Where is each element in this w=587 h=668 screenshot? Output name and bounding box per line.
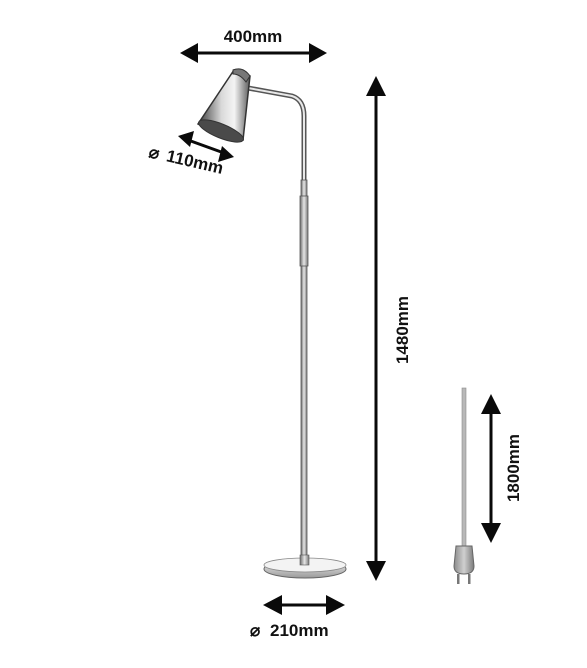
lamp-shade xyxy=(196,68,251,143)
plug-icon xyxy=(453,545,475,584)
dimension-arrows xyxy=(178,43,501,615)
height-label: 1480mm xyxy=(393,296,412,364)
cable-length-label: 1800mm xyxy=(504,434,523,502)
width-dimension-arrow xyxy=(180,43,327,63)
pole-joint xyxy=(299,195,309,267)
diameter-symbol-base: ⌀ xyxy=(250,621,261,640)
base-diameter-label: 210mm xyxy=(270,621,329,640)
floor-lamp xyxy=(196,68,347,579)
power-cable xyxy=(453,387,475,584)
lamp-base xyxy=(263,554,347,579)
diameter-symbol: ⌀ xyxy=(147,142,162,163)
height-dimension-arrow xyxy=(366,76,386,581)
cable-length-arrow xyxy=(481,394,501,543)
shade-diameter-arrow xyxy=(178,131,234,162)
lamp-arm xyxy=(245,85,307,263)
base-diameter-arrow xyxy=(263,595,345,615)
width-label: 400mm xyxy=(224,27,283,46)
